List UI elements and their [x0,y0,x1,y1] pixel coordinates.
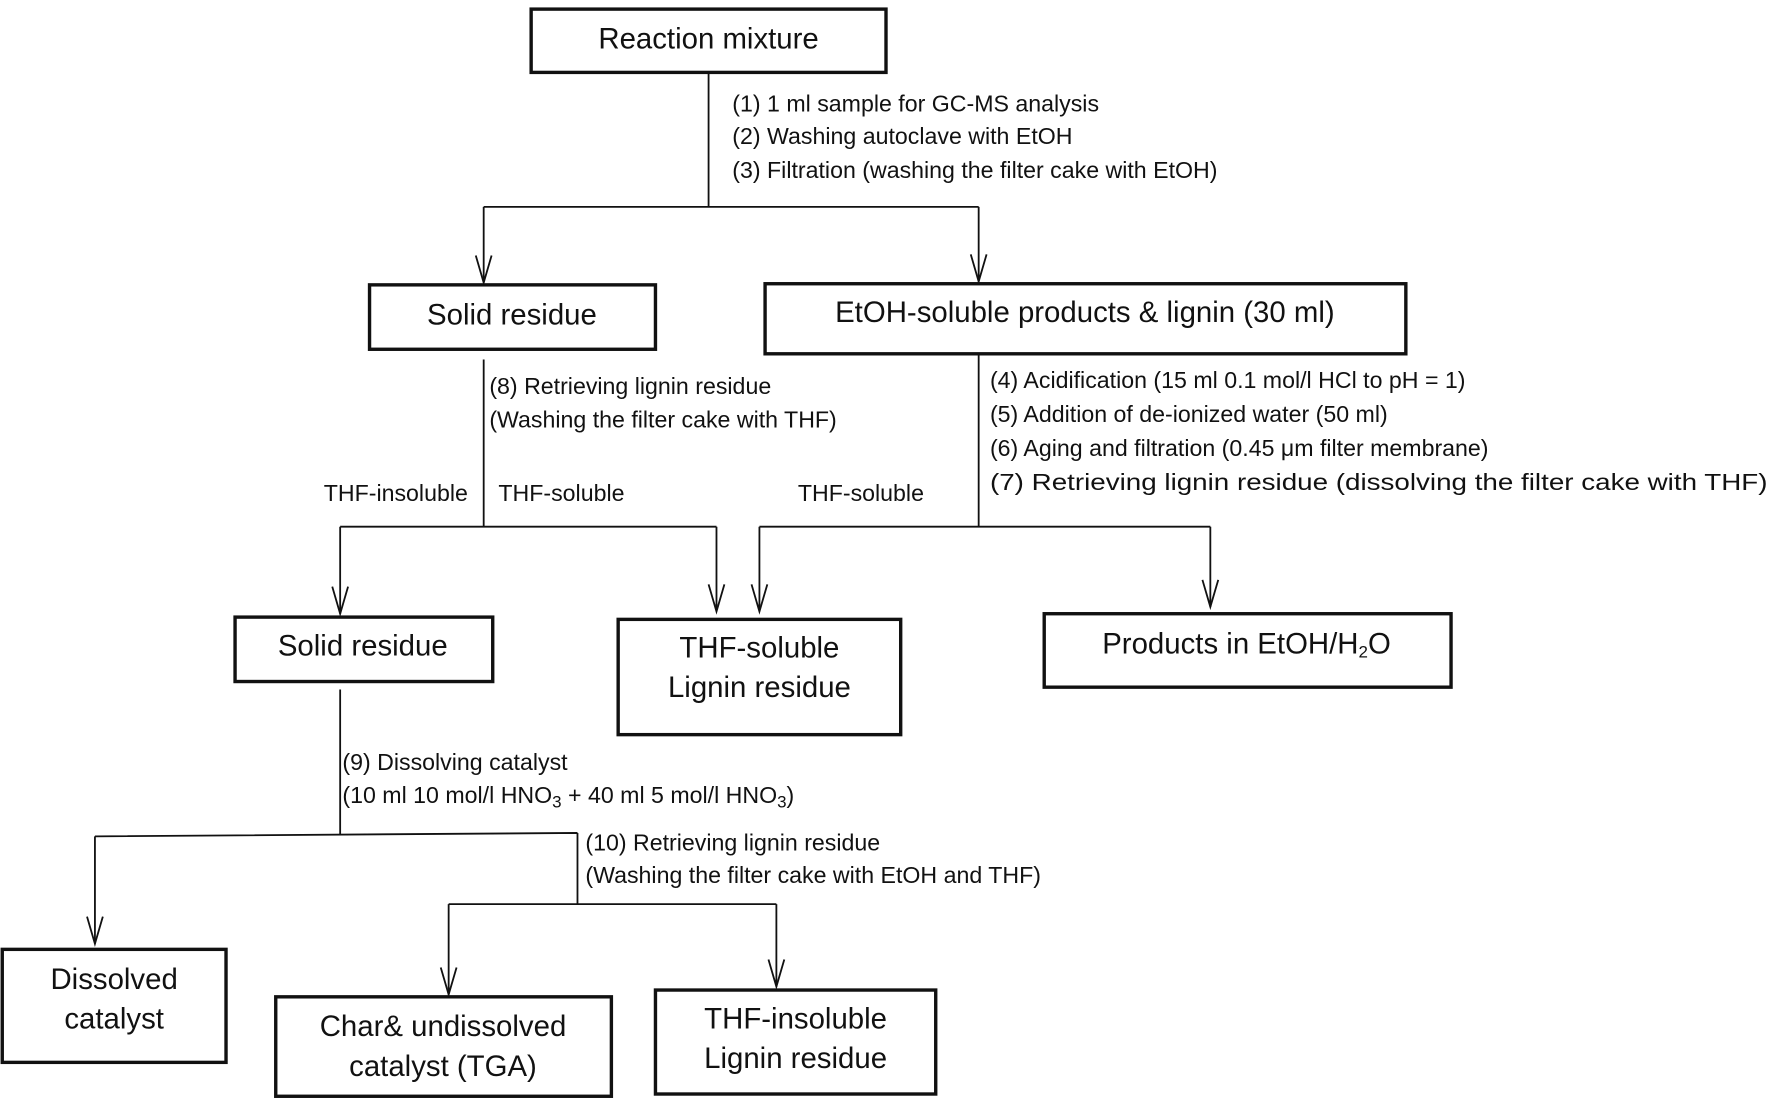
svg-text:(7) Retrieving lignin residue: (7) Retrieving lignin residue (dissolvin… [990,469,1768,495]
arrow-down-icon [707,584,726,615]
arrow-down-icon [1201,579,1220,611]
svg-text:catalyst (TGA): catalyst (TGA) [349,1050,537,1083]
svg-text:(2) Washing autoclave with EtO: (2) Washing autoclave with EtOH [732,123,1072,149]
svg-text:Lignin residue: Lignin residue [704,1042,887,1075]
node-thf-insoluble-lignin: THF-insoluble Lignin residue [653,988,938,1096]
arrow-down-icon [86,916,104,947]
connectors [94,72,1212,995]
svg-text:THF-insoluble: THF-insoluble [704,1002,887,1035]
svg-text:(Washing the filter cake with: (Washing the filter cake with THF) [489,407,836,433]
node-thf-soluble-lignin: THF-soluble Lignin residue [616,617,903,737]
svg-text:(5) Addition of de-ionized wat: (5) Addition of de-ionized water (50 ml) [990,401,1388,427]
arrow-down-icon [331,586,349,617]
svg-text:(6) Aging and filtration (0.45: (6) Aging and filtration (0.45 μm filter… [990,435,1489,461]
step-10: (10) Retrieving lignin residue (Washing … [585,829,1041,888]
svg-text:Products in EtOH/H2O: Products in EtOH/H2O [1102,627,1391,662]
svg-text:(1) 1 ml sample for GC-MS anal: (1) 1 ml sample for GC-MS analysis [732,90,1099,116]
svg-text:Solid residue: Solid residue [278,629,448,662]
arrow-down-icon [750,584,769,615]
svg-text:(4) Acidification (15 ml 0.1 m: (4) Acidification (15 ml 0.1 mol/l HCl t… [990,367,1466,393]
arrow-down-icon [767,959,786,990]
node-etoh-soluble: EtOH-soluble products & lignin (30 ml) [763,282,1408,356]
node-dissolved-catalyst: Dissolved catalyst [0,947,228,1065]
node-products: Products in EtOH/H2O [1042,612,1453,689]
svg-text:(10 ml 10 mol/l HNO3 + 40 ml 5: (10 ml 10 mol/l HNO3 + 40 ml 5 mol/l HNO… [342,782,794,812]
svg-text:(8) Retrieving lignin residue: (8) Retrieving lignin residue [489,373,771,399]
svg-text:(Washing the filter cake with: (Washing the filter cake with EtOH and T… [585,862,1041,888]
branch-labels: THF-insoluble THF-soluble THF-soluble [324,480,924,506]
arrowheads [86,254,1220,998]
node-solid-residue-1: Solid residue [367,283,658,351]
svg-text:Lignin residue: Lignin residue [668,671,851,704]
node-char-undissolved-catalyst: Char& undissolved catalyst (TGA) [274,995,614,1098]
svg-text:EtOH-soluble products & lignin: EtOH-soluble products & lignin (30 ml) [835,296,1335,329]
arrow-down-icon [474,255,493,286]
steps-4-7: (4) Acidification (15 ml 0.1 mol/l HCl t… [990,367,1768,495]
step-8: (8) Retrieving lignin residue (Washing t… [489,373,836,433]
svg-text:(9) Dissolving catalyst: (9) Dissolving catalyst [342,749,568,775]
node-reaction-mixture: Reaction mixture [529,7,888,75]
svg-text:Solid residue: Solid residue [427,298,597,331]
node-solid-residue-2: Solid residue [233,615,495,684]
svg-text:THF-soluble: THF-soluble [679,632,839,665]
label-thf-soluble: THF-soluble [498,480,624,506]
svg-text:Reaction mixture: Reaction mixture [598,23,818,56]
step-9: (9) Dissolving catalyst (10 ml 10 mol/l … [342,749,794,812]
arrow-down-icon [439,967,458,998]
label-thf-soluble: THF-soluble [798,480,924,506]
label-thf-insoluble: THF-insoluble [324,480,468,506]
svg-text:catalyst: catalyst [64,1002,164,1035]
svg-text:Dissolved: Dissolved [50,963,177,996]
steps-1-3: (1) 1 ml sample for GC-MS analysis (2) W… [732,90,1217,183]
svg-text:Char& undissolved: Char& undissolved [320,1010,567,1043]
svg-text:(3) Filtration (washing the fi: (3) Filtration (washing the filter cake … [732,157,1217,183]
arrow-down-icon [969,254,988,285]
svg-text:(10) Retrieving lignin residue: (10) Retrieving lignin residue [585,829,880,855]
